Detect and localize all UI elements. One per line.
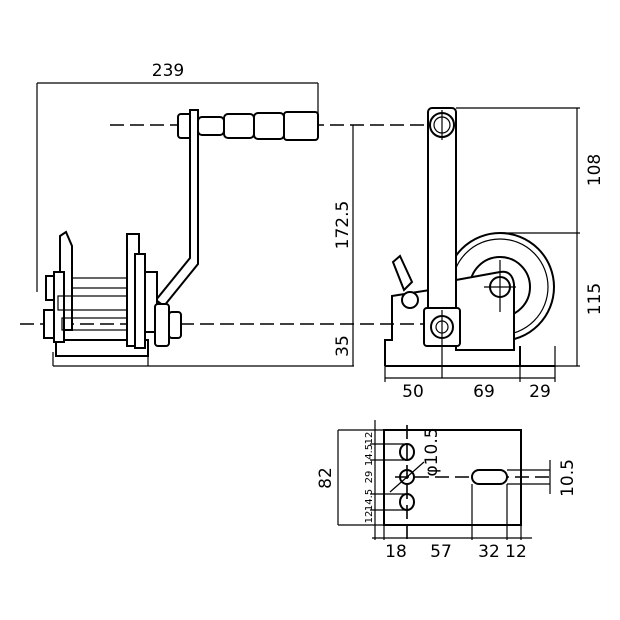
hole-spacing-label: 14.5 (364, 444, 375, 466)
base-plan-view: 82 12 14.5 29 14.5 12 φ10.5 10.5 18 57 3… (316, 420, 578, 562)
side-view: 239 (20, 61, 440, 367)
hole-spacing-label: 29 (364, 471, 375, 484)
shaft-slot (471, 469, 508, 485)
dim-label-29: 29 (529, 382, 551, 402)
hole-spacing-label: 12 (364, 511, 375, 524)
pivot-hole (401, 291, 419, 309)
dim-label-57: 57 (430, 542, 452, 562)
brake-lever (391, 254, 414, 292)
hole-spacing-label: 12 (364, 432, 375, 445)
hole-diameter-label: φ10.5 (422, 427, 442, 476)
winch-body-side (43, 230, 182, 357)
dim-label-50: 50 (402, 382, 424, 402)
dim-label-115: 115 (585, 283, 605, 315)
dim-label-18: 18 (385, 542, 407, 562)
hole-spacing-label: 14.5 (364, 489, 375, 511)
diameter-leader (389, 461, 425, 493)
dim-label-35: 35 (333, 335, 353, 357)
dim-label-32: 32 (478, 542, 500, 562)
dim-label-172-5: 172.5 (333, 201, 353, 250)
dim-label-108: 108 (585, 154, 605, 186)
dim-label-69: 69 (473, 382, 495, 402)
dim-label-10-5: 10.5 (558, 459, 578, 497)
dim-label-239: 239 (152, 61, 184, 81)
crank-handle (154, 109, 319, 308)
front-view: 108 115 50 69 29 (384, 107, 605, 402)
dim-label-82: 82 (316, 467, 336, 489)
dim-label-12: 12 (505, 542, 527, 562)
